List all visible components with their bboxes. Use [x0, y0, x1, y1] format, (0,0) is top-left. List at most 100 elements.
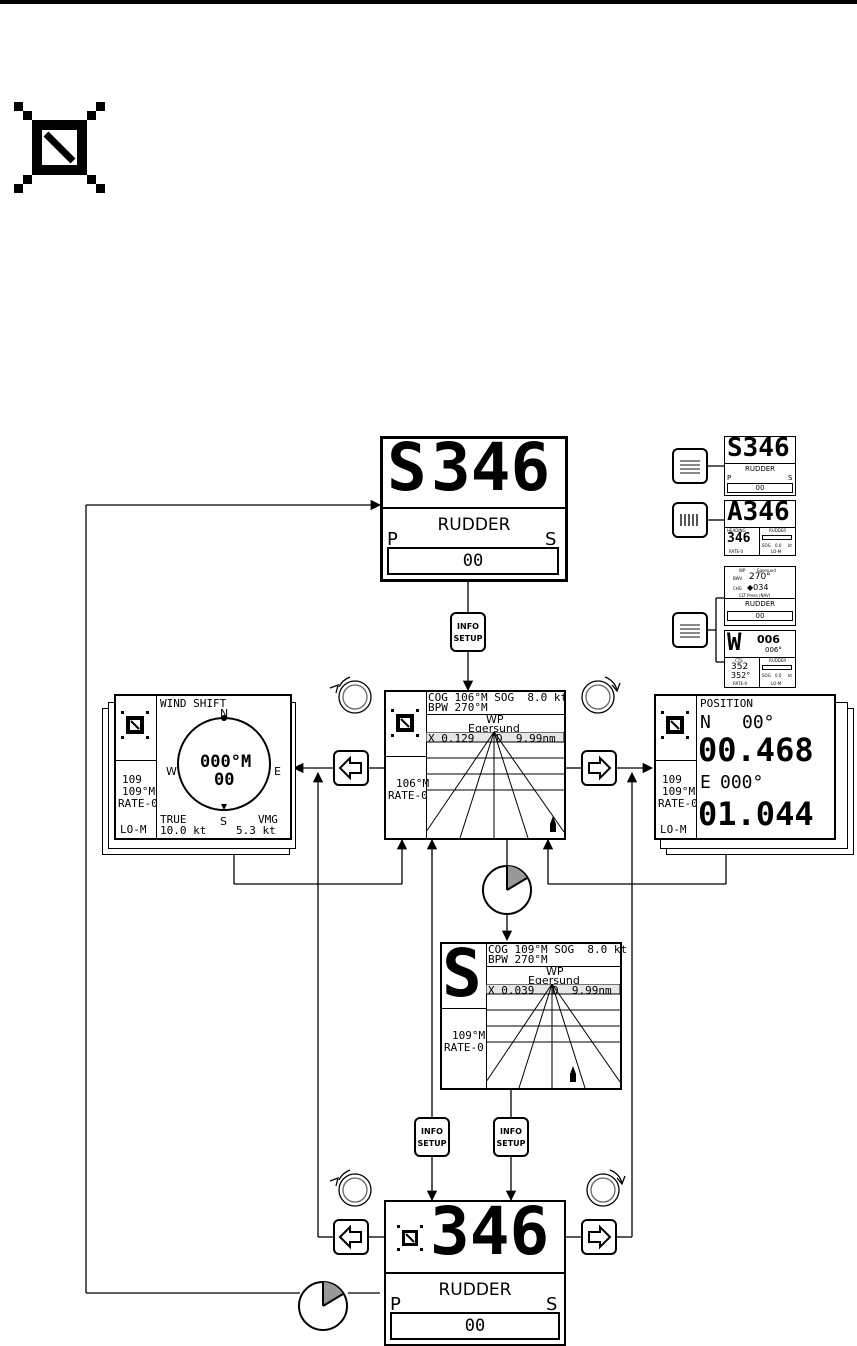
wind-lom: LO-M	[120, 823, 147, 836]
nav-xte: X 0.129	[428, 732, 475, 745]
info-setup-button-left[interactable]: INFO SETUP	[414, 1117, 450, 1157]
wind-val2: 109°M	[122, 785, 156, 798]
rudder-label: RUDDER	[437, 515, 511, 535]
nav2-mode-letter: S	[442, 935, 482, 1012]
nav-highway	[426, 732, 564, 838]
pos-lon-min: 01.044	[698, 795, 814, 833]
thumb-rudder: RUDDER	[744, 600, 776, 608]
wind-true-value: 10.0 kt	[160, 824, 207, 837]
compass-e: E	[274, 765, 281, 778]
pos-lat-min: 00.468	[698, 731, 814, 769]
thumb-chg-value: ◆034	[747, 583, 769, 592]
thumb-rudder: RUDDER	[769, 658, 787, 663]
thumb-rudder: RUDDER	[769, 528, 787, 533]
thumb-val1: 006	[757, 633, 780, 646]
nav2-wp: WP	[546, 965, 564, 978]
nav2-heading: 109°M	[452, 1029, 486, 1042]
nav-wind-button[interactable]	[672, 612, 708, 648]
nav-cog: COG 106°M SOG 8.0 kt	[428, 691, 568, 704]
starboard-label: S	[545, 529, 557, 550]
wind-center-top: 000°M	[200, 752, 252, 772]
compass-w: W	[166, 765, 177, 778]
thumb-sog-value: 0.0	[775, 673, 782, 678]
thumb-cts1: 352	[731, 662, 749, 672]
pos-val1: 109	[662, 773, 682, 786]
thumb-title: S346	[727, 433, 790, 463]
thumb-cts2: 352°	[731, 671, 751, 680]
thumb-value: 00	[755, 484, 765, 492]
thumb-cts: CTS	[735, 658, 743, 663]
stby-pwr-button[interactable]	[672, 448, 708, 484]
thumb-port: P	[727, 474, 732, 482]
thumb-bwv-value: 270°	[749, 572, 771, 582]
thumb-auto-screen: A346 HEADING 346 RATE-0 RUDDER SOG 0.0 k…	[724, 497, 796, 556]
info-label: INFO	[457, 622, 479, 631]
timer-icon	[298, 865, 532, 1331]
compass-n: N	[220, 707, 229, 720]
wind-center-bottom: 00	[214, 770, 235, 790]
setup-label: SETUP	[453, 634, 483, 643]
thumb-heading-label: HEADING	[727, 528, 746, 533]
thumb-chg: CHG	[733, 586, 742, 591]
bottom-starboard-label: S	[546, 1294, 558, 1315]
header-rule	[0, 0, 857, 4]
wind-vmg: VMG	[258, 813, 278, 826]
compass-s: S	[220, 815, 227, 828]
thumb-stbd: S	[788, 474, 793, 482]
wind-shift-screen: WIND SHIFT N E S W 000°M 00 109 109°M RA…	[114, 694, 292, 840]
bottom-rudder-label: RUDDER	[438, 1280, 512, 1300]
thumb-title: A346	[727, 497, 790, 527]
bottom-heading-value: 346	[430, 1193, 550, 1270]
info-label: INFO	[500, 1127, 522, 1136]
thumb-label: RUDDER	[744, 465, 776, 473]
nav2-highway	[486, 984, 620, 1088]
thumb-wp: WP	[739, 568, 746, 573]
thumb-rate: RATE-0	[733, 681, 748, 686]
thumb-sog: SOG	[762, 543, 771, 548]
position-screen: POSITION N 00° 00.468 E 000° 01.044 109 …	[654, 694, 836, 840]
setup-label: SETUP	[417, 1139, 447, 1148]
right-arrow-button-bottom[interactable]	[581, 1219, 617, 1255]
wind-vmg-value: 5.3 kt	[236, 824, 276, 837]
wind-rate: RATE-0	[118, 797, 158, 810]
pos-lat-dir: N	[700, 712, 711, 733]
nav2-bpw: BPW 270°M	[488, 953, 548, 966]
pos-lat-deg: 00°	[742, 712, 775, 733]
thumb-title: W	[727, 628, 742, 656]
nav2-dist: D 9.99nm	[552, 984, 612, 997]
wind-val1: 109	[122, 773, 142, 786]
left-arrow-button-top[interactable]	[333, 750, 369, 786]
thumb-kt: kt	[788, 673, 792, 678]
right-arrow-button-top[interactable]	[581, 750, 617, 786]
rudder-value: 00	[462, 551, 484, 571]
thumb-lom: LO-M	[771, 681, 782, 686]
heading-value: 346	[431, 429, 551, 506]
main-rudder-screen: S 346 RUDDER P S 00	[380, 429, 568, 582]
left-arrow-button-bottom[interactable]	[333, 1219, 369, 1255]
info-setup-button-right[interactable]: INFO SETUP	[493, 1117, 529, 1157]
pos-rate: RATE-0	[658, 797, 698, 810]
thumb-press: CLT Press (NAV)	[739, 593, 771, 598]
auto-button[interactable]	[672, 502, 708, 538]
thumb-sog-value: 0.0	[775, 543, 782, 548]
bottom-standby-icon	[397, 1225, 423, 1251]
nav-bpw: BPW 270°M	[428, 701, 488, 714]
info-label: INFO	[421, 1127, 443, 1136]
bottom-rudder-screen: 346 RUDDER P S 00	[384, 1196, 566, 1346]
nav-steer-screen: S COG 109°M SOG 8.0 kt BPW 270°M WP Eger…	[440, 938, 627, 1090]
wind-standby-icon	[121, 711, 149, 739]
thumb-lom: LO-M	[771, 549, 782, 554]
pos-title: POSITION	[700, 697, 753, 710]
nav-screen: COG 106°M SOG 8.0 kt BPW 270°M WP Egersu…	[384, 690, 568, 840]
pos-lon-deg: 000°	[720, 772, 764, 793]
thumb-value: 00	[755, 612, 765, 620]
thumb-heading-value: 346	[727, 531, 751, 546]
nav-dist: D 9.99nm	[496, 732, 556, 745]
info-setup-button-top[interactable]: INFO SETUP	[450, 612, 486, 652]
thumb-kt: kt	[788, 543, 792, 548]
nav-standby-icon	[391, 709, 419, 737]
nav2-xte: X 0.039	[488, 984, 535, 997]
wind-title: WIND SHIFT	[160, 697, 227, 710]
pos-standby-icon	[661, 711, 689, 739]
thumb-standby-screen: S346 RUDDER P S 00	[724, 433, 796, 496]
